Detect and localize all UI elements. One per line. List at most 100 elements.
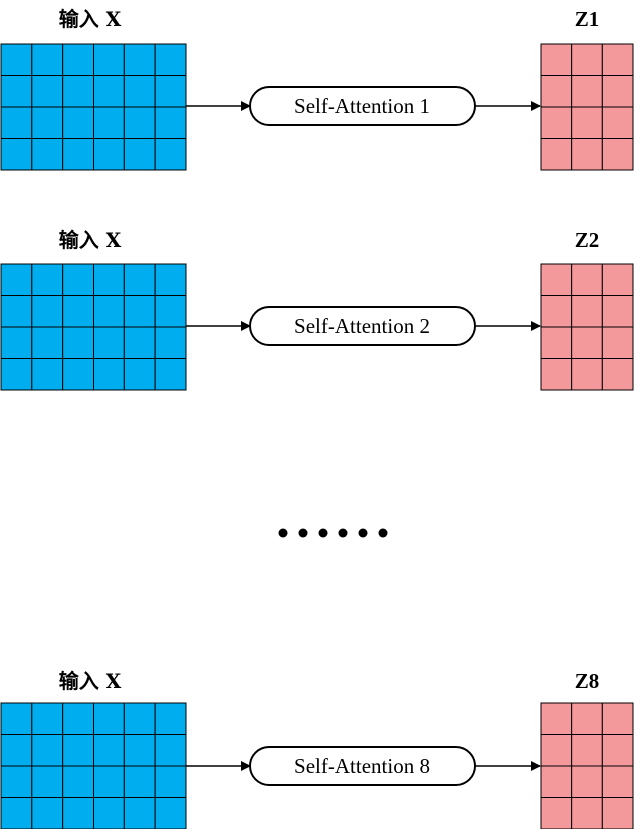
- matrix-cell: [62, 138, 95, 171]
- self-attention-label: Self-Attention 2: [294, 314, 430, 338]
- matrix-cell: [571, 358, 603, 391]
- matrix-cell: [571, 326, 603, 359]
- matrix-cell: [540, 138, 573, 171]
- ellipsis-dot: [278, 528, 288, 538]
- matrix-cell: [154, 106, 187, 139]
- matrix-cell: [601, 734, 634, 767]
- matrix-cell: [571, 75, 603, 108]
- input-matrix: [0, 263, 187, 391]
- matrix-cell: [62, 326, 95, 359]
- matrix-cell: [31, 734, 64, 767]
- matrix-cell: [31, 43, 64, 76]
- matrix-cell: [601, 43, 634, 76]
- matrix-cell: [571, 106, 603, 139]
- matrix-cell: [540, 75, 573, 108]
- matrix-cell: [62, 358, 95, 391]
- input-matrix: [0, 43, 187, 171]
- attention-head-1: 输入 X Self-Attention 1 Z1: [0, 7, 634, 171]
- matrix-cell: [0, 138, 33, 171]
- matrix-cell: [0, 263, 33, 296]
- matrix-cell: [93, 75, 125, 108]
- matrix-cell: [123, 75, 156, 108]
- matrix-cell: [31, 106, 64, 139]
- matrix-cell: [62, 797, 95, 829]
- matrix-cell: [62, 43, 95, 76]
- matrix-cell: [0, 295, 33, 328]
- matrix-cell: [540, 358, 573, 391]
- matrix-cell: [571, 263, 603, 296]
- matrix-cell: [93, 326, 125, 359]
- matrix-cell: [154, 326, 187, 359]
- matrix-cell: [123, 138, 156, 171]
- matrix-cell: [0, 43, 33, 76]
- input-label: 输入 X: [59, 669, 122, 693]
- matrix-cell: [540, 797, 573, 829]
- matrix-cell: [31, 263, 64, 296]
- matrix-cell: [62, 765, 95, 798]
- ellipsis-dots: [278, 528, 388, 538]
- matrix-cell: [93, 734, 125, 767]
- matrix-cell: [123, 358, 156, 391]
- matrix-cell: [540, 106, 573, 139]
- matrix-cell: [0, 358, 33, 391]
- ellipsis-dot: [298, 528, 308, 538]
- matrix-cell: [571, 797, 603, 829]
- matrix-cell: [571, 43, 603, 76]
- matrix-cell: [601, 326, 634, 359]
- input-matrix: [0, 702, 187, 829]
- matrix-cell: [601, 263, 634, 296]
- matrix-cell: [154, 765, 187, 798]
- ellipsis-dot: [318, 528, 328, 538]
- matrix-cell: [154, 43, 187, 76]
- matrix-cell: [93, 797, 125, 829]
- ellipsis-dot: [378, 528, 388, 538]
- matrix-cell: [93, 295, 125, 328]
- matrix-cell: [31, 326, 64, 359]
- ellipsis-dot: [358, 528, 368, 538]
- matrix-cell: [62, 295, 95, 328]
- matrix-cell: [123, 797, 156, 829]
- matrix-cell: [0, 734, 33, 767]
- matrix-cell: [0, 765, 33, 798]
- matrix-cell: [31, 75, 64, 108]
- matrix-cell: [154, 295, 187, 328]
- matrix-cell: [540, 765, 573, 798]
- matrix-cell: [123, 295, 156, 328]
- output-label: Z2: [575, 228, 600, 252]
- matrix-cell: [93, 702, 125, 735]
- matrix-cell: [601, 295, 634, 328]
- matrix-cell: [123, 702, 156, 735]
- matrix-cell: [31, 295, 64, 328]
- matrix-cell: [62, 106, 95, 139]
- matrix-cell: [154, 263, 187, 296]
- matrix-cell: [123, 106, 156, 139]
- matrix-cell: [62, 75, 95, 108]
- matrix-cell: [540, 734, 573, 767]
- matrix-cell: [123, 765, 156, 798]
- self-attention-label: Self-Attention 8: [294, 754, 430, 778]
- matrix-cell: [93, 765, 125, 798]
- matrix-cell: [31, 765, 64, 798]
- matrix-cell: [601, 797, 634, 829]
- matrix-cell: [601, 765, 634, 798]
- matrix-cell: [123, 734, 156, 767]
- matrix-cell: [93, 43, 125, 76]
- matrix-cell: [93, 138, 125, 171]
- matrix-cell: [0, 75, 33, 108]
- matrix-cell: [93, 358, 125, 391]
- matrix-cell: [571, 734, 603, 767]
- output-matrix: [540, 263, 634, 391]
- ellipsis-dot: [338, 528, 348, 538]
- matrix-cell: [62, 734, 95, 767]
- matrix-cell: [0, 797, 33, 829]
- matrix-cell: [571, 765, 603, 798]
- attention-head-2: 输入 X Self-Attention 2 Z2: [0, 228, 634, 391]
- matrix-cell: [540, 702, 573, 735]
- matrix-cell: [123, 326, 156, 359]
- self-attention-label: Self-Attention 1: [294, 94, 430, 118]
- matrix-cell: [31, 138, 64, 171]
- matrix-cell: [154, 358, 187, 391]
- matrix-cell: [601, 702, 634, 735]
- matrix-cell: [540, 43, 573, 76]
